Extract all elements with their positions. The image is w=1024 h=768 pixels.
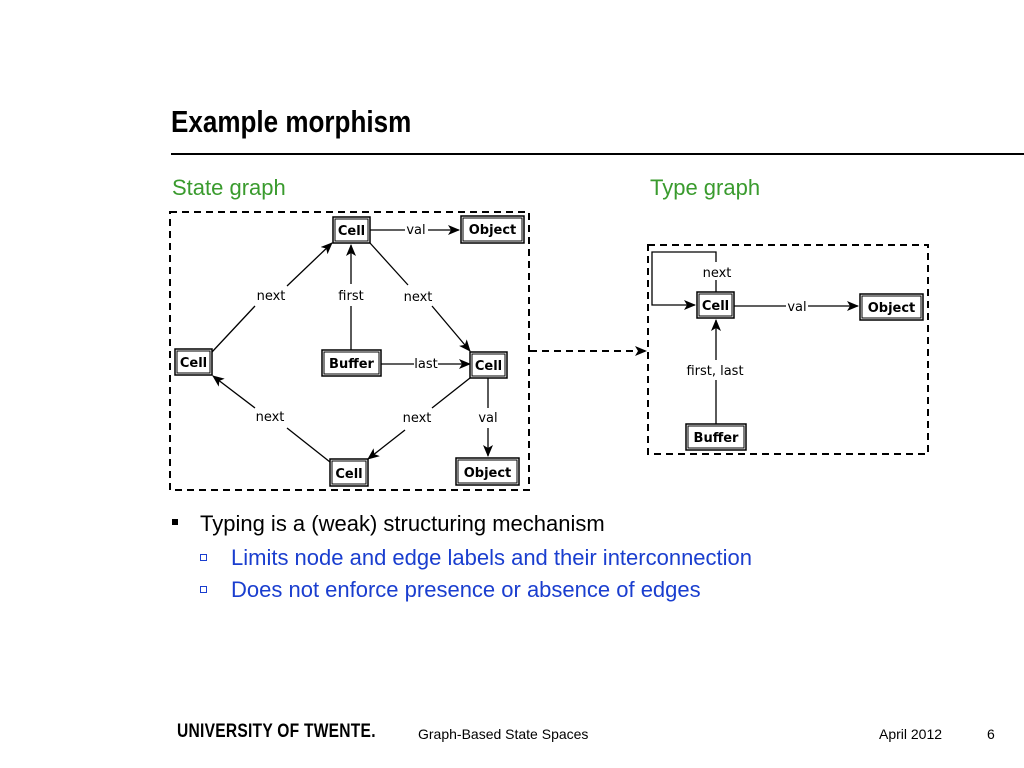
bullet-text: Typing is a (weak) structuring mechanism <box>200 511 605 536</box>
node-cell-top: Cell <box>332 216 371 244</box>
type-graph-caption: Type graph <box>650 175 761 200</box>
page-number: 6 <box>987 726 995 742</box>
edge-next-loop-b <box>651 251 717 310</box>
edge-label-val-top: val <box>406 223 425 238</box>
node-label: Object <box>469 223 517 238</box>
edge-label-next-top-right: next <box>404 290 433 305</box>
edge-next-top-right-line-a <box>369 242 409 286</box>
type-node-object: Object <box>859 293 924 321</box>
edge-next-top-right-line-b <box>431 305 471 352</box>
node-object-top: Object <box>460 215 525 244</box>
node-label: Buffer <box>329 357 375 372</box>
edge-label-next-bottom-right: next <box>403 411 432 426</box>
state-graph-caption: State graph <box>172 175 286 200</box>
state-graph-frame <box>169 211 530 491</box>
edge-label-val-right: val <box>478 411 497 426</box>
node-label: Cell <box>475 359 502 374</box>
node-label: Cell <box>335 467 362 482</box>
node-label: Buffer <box>694 431 740 446</box>
node-buffer: Buffer <box>321 349 382 377</box>
node-cell-right: Cell <box>469 351 508 379</box>
university-logo: UNIVERSITY OF TWENTE. <box>177 721 376 742</box>
edge-next-top-left-line-a <box>211 305 256 353</box>
edge-next-bottom-right-line-a <box>431 377 471 409</box>
type-edge-label-first-last: first, last <box>686 364 743 379</box>
edge-next-bottom-left-line-b <box>212 375 256 409</box>
sub-bullet-text: Does not enforce presence or absence of … <box>231 577 701 602</box>
footer-date: April 2012 <box>879 726 943 742</box>
edge-label-first: first <box>338 289 363 304</box>
title-divider <box>171 153 1024 155</box>
node-label: Object <box>464 466 512 481</box>
hollow-square-bullet-icon <box>200 554 207 561</box>
type-graph-frame <box>647 244 929 455</box>
edge-next-top-left-line-b <box>286 242 333 287</box>
edge-next-bottom-left-line-a <box>286 427 331 463</box>
node-label: Cell <box>702 299 729 314</box>
hollow-square-bullet-icon <box>200 586 207 593</box>
edge-label-next-bottom-left: next <box>256 410 285 425</box>
type-node-buffer: Buffer <box>685 423 747 451</box>
type-edge-label-val: val <box>787 300 806 315</box>
edge-label-next-top-left: next <box>257 289 286 304</box>
node-object-bottom: Object <box>455 457 520 486</box>
node-cell-bottom: Cell <box>329 458 369 487</box>
type-edge-label-next: next <box>703 266 732 281</box>
node-label: Cell <box>338 224 365 239</box>
edge-label-last: last <box>414 357 437 372</box>
type-node-cell: Cell <box>696 291 735 319</box>
square-bullet-icon <box>172 519 178 525</box>
slide-title: Example morphism <box>171 104 412 139</box>
node-label: Cell <box>180 356 207 371</box>
footer-presentation-title: Graph-Based State Spaces <box>418 726 589 742</box>
edge-next-bottom-right-line-b <box>367 429 406 460</box>
sub-bullet-text: Limits node and edge labels and their in… <box>231 545 753 570</box>
node-label: Object <box>868 301 916 316</box>
node-cell-left: Cell <box>174 348 213 376</box>
